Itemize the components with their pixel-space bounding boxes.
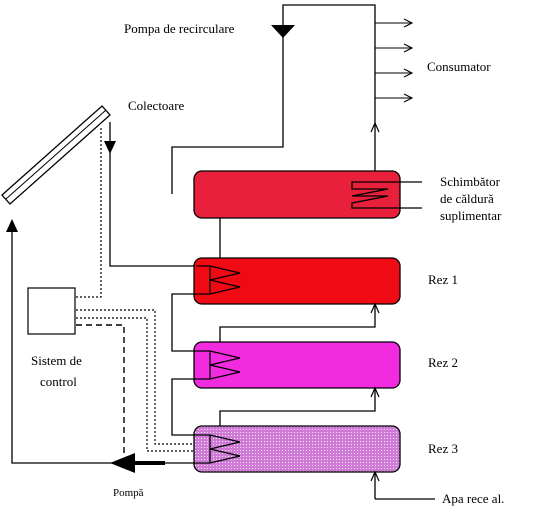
- consumer-outlets: [375, 18, 414, 103]
- supp-exchanger-label-1: Schimbător: [440, 174, 501, 189]
- supp-exchanger-label-3: suplimentar: [440, 208, 502, 223]
- supp-exchanger-coil-icon: [351, 181, 422, 209]
- tank-rez3: [193, 425, 401, 473]
- pump-label: Pompă: [113, 487, 144, 499]
- pump-icon: [110, 453, 135, 473]
- supp-exchanger-label-2: de căldură: [440, 191, 494, 206]
- collector-supply-pipe: [109, 122, 196, 267]
- cold-water-label: Apa rece al.: [442, 491, 504, 506]
- sensor-line-rez3-b: [76, 317, 194, 452]
- recirculation-pump-label: Pompa de recirculare: [124, 21, 235, 36]
- collector-sensor-line: [76, 128, 102, 298]
- coil-link-rez1-rez2: [171, 293, 196, 352]
- consumer-feed-arrow-icon: [370, 121, 380, 133]
- rez3-to-rez2-arrow-icon: [370, 386, 380, 398]
- cold-water-arrow-icon: [370, 470, 380, 482]
- solar-collector: [1, 105, 111, 205]
- tank-rez1: [193, 257, 401, 305]
- collector-flow-arrow-icon: [104, 141, 116, 154]
- return-arrow-icon: [6, 219, 18, 232]
- collectors-label: Colectoare: [128, 98, 185, 113]
- coil-link-rez2-rez3: [171, 378, 196, 436]
- control-system-box: [27, 287, 76, 335]
- pump-shaft: [135, 461, 165, 465]
- tank-rez2: [193, 341, 401, 389]
- rez2-to-rez1-pipe: [219, 304, 376, 342]
- control-label-1: Sistem de: [31, 353, 82, 368]
- control-label-2: control: [40, 374, 77, 389]
- rez2-to-rez1-arrow-icon: [370, 302, 380, 314]
- rez3-to-rez2-pipe: [219, 388, 376, 426]
- sensor-line-rez3-a: [76, 309, 194, 445]
- consumer-label: Consumator: [427, 59, 491, 74]
- recirculation-pump-icon: [271, 25, 295, 38]
- recirculation-pipe: [171, 4, 376, 194]
- tank-rez3-label: Rez 3: [428, 441, 458, 456]
- tank-rez1-label: Rez 1: [428, 272, 458, 287]
- supplementary-heat-exchanger: [193, 170, 401, 219]
- tank-rez2-label: Rez 2: [428, 355, 458, 370]
- collector-return-pipe: [11, 227, 196, 464]
- pump-control-line: [76, 324, 125, 455]
